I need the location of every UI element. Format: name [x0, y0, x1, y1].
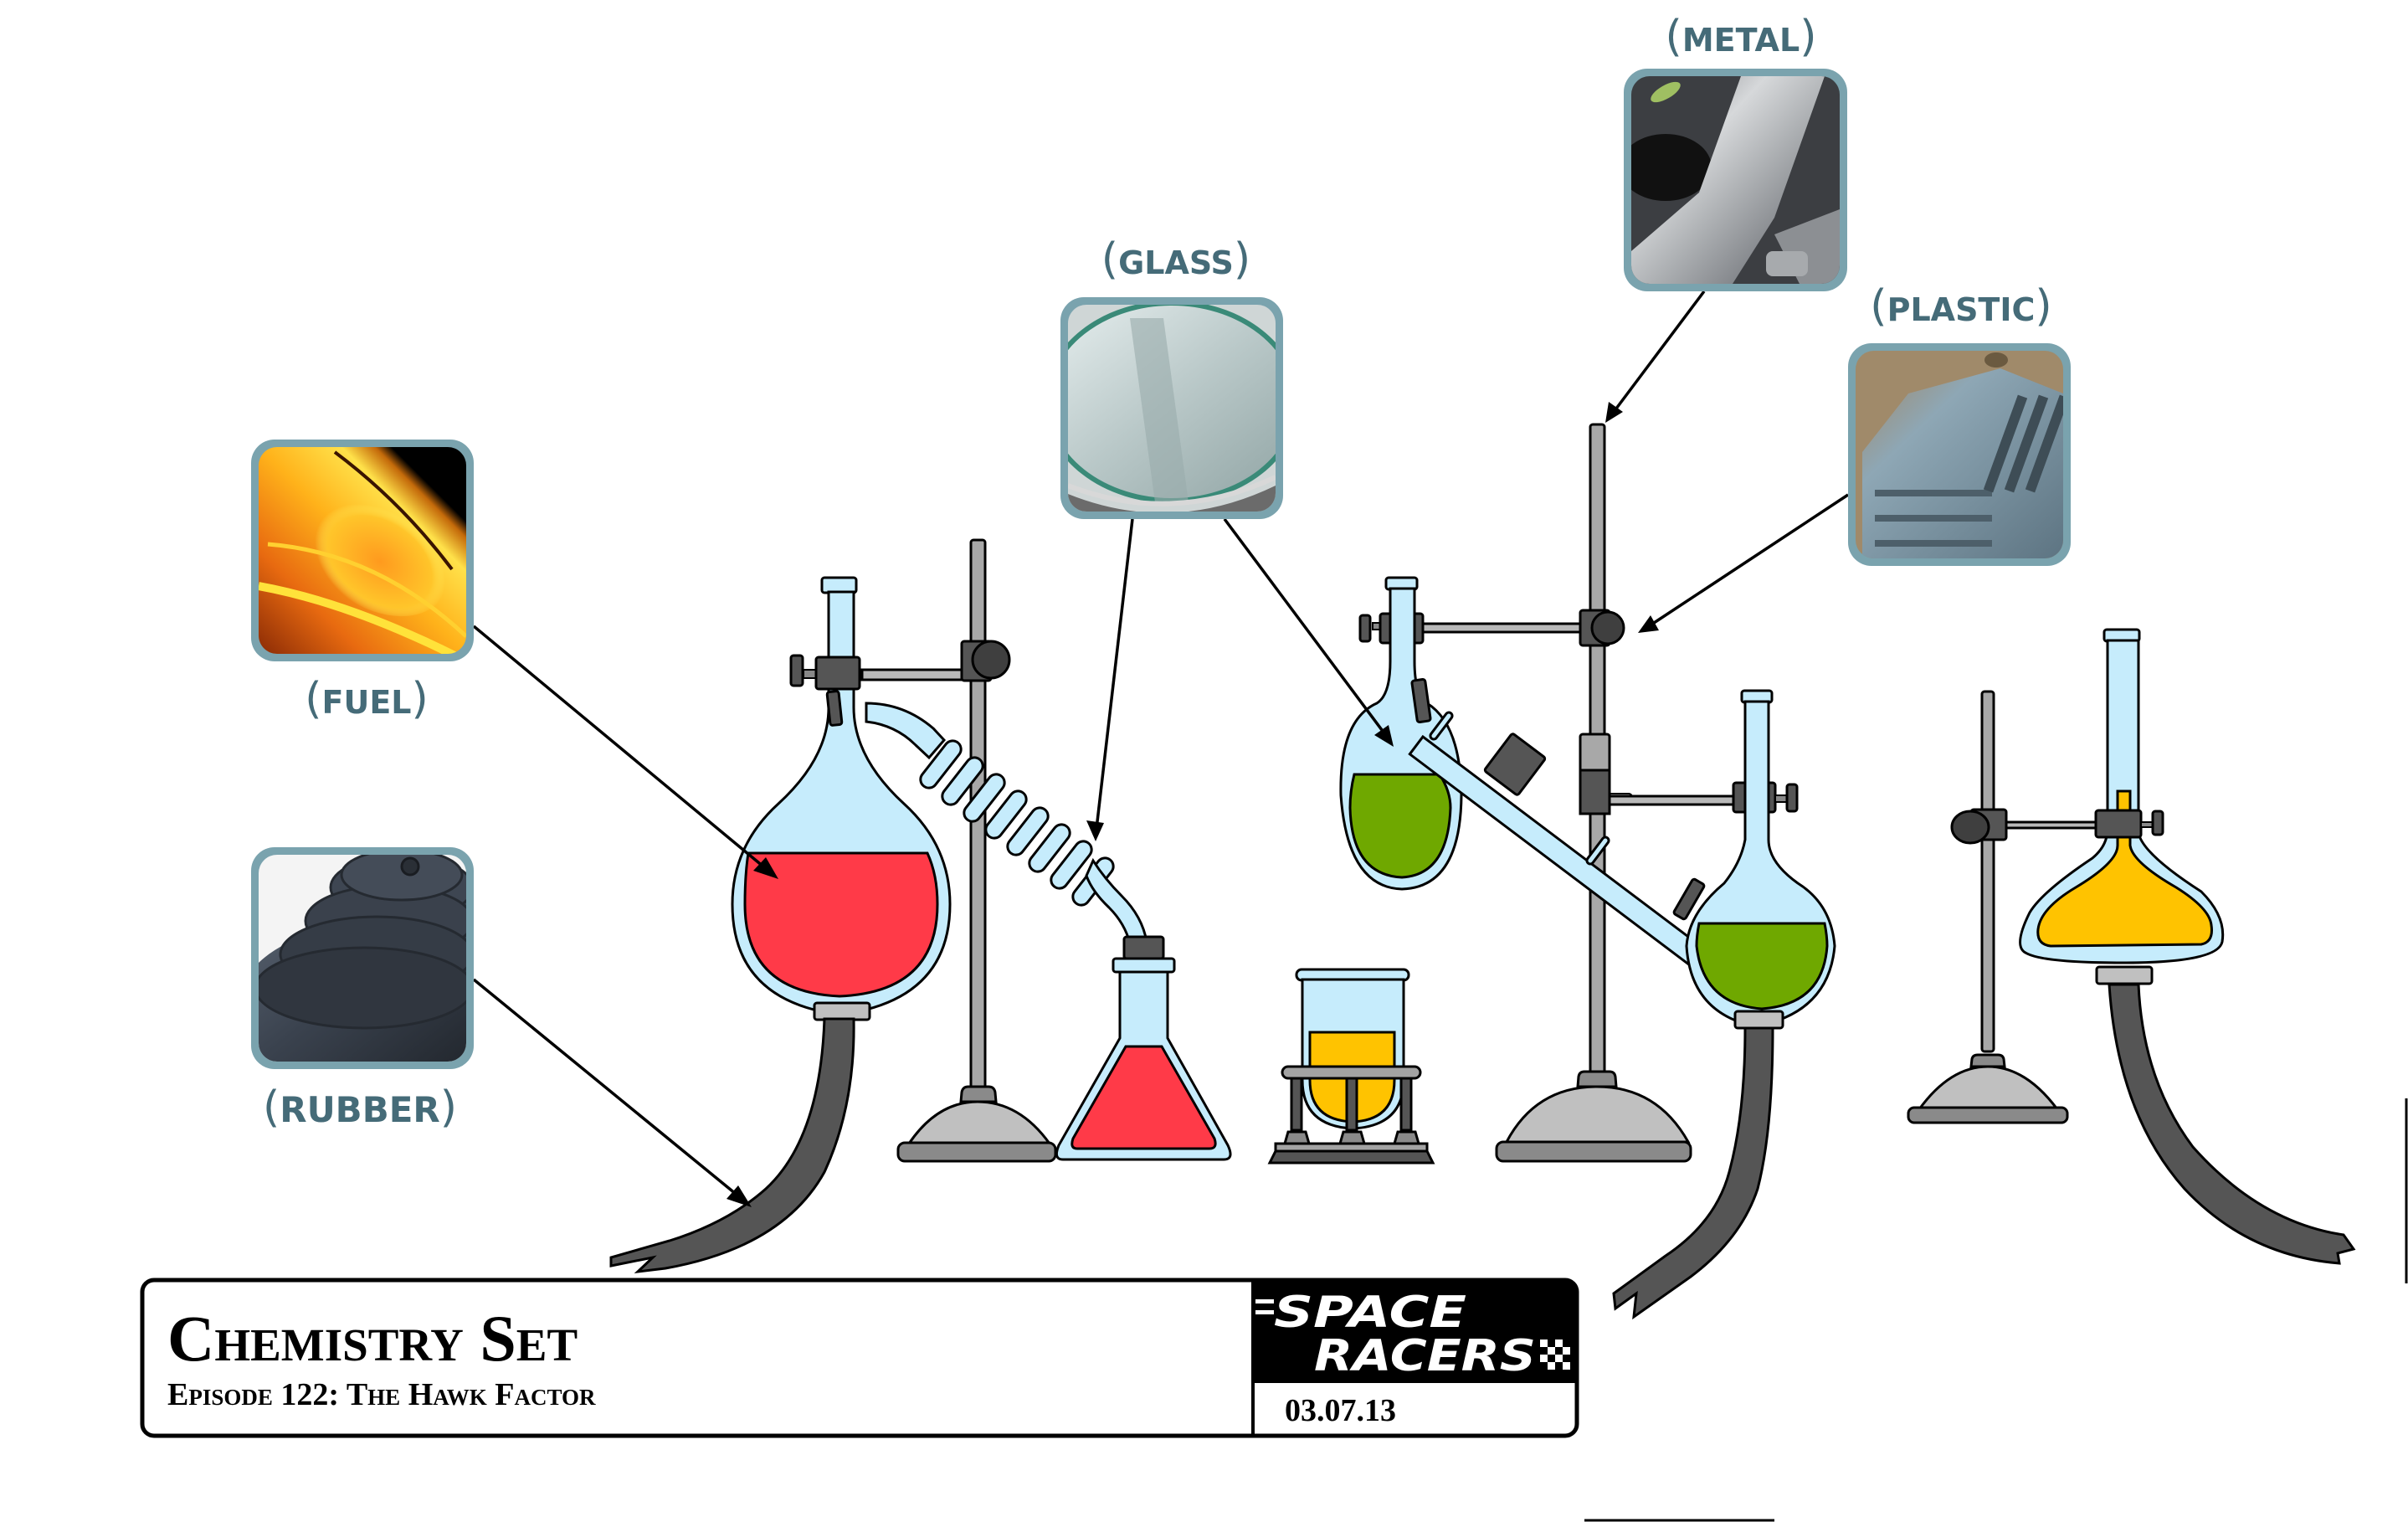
arrow-fuel-head	[753, 857, 778, 879]
title-block: Chemistry Set Episode 122: The Hawk Fact…	[140, 1278, 1579, 1438]
arrow-rubber	[472, 978, 747, 1203]
round-bottom-flask-red	[731, 576, 952, 1021]
subtitle: Episode 122: The Hawk Factor	[167, 1377, 596, 1412]
angled-condenser	[1408, 678, 1706, 968]
space-racers-logo: SPACE RACERS	[1255, 1288, 1570, 1381]
glass-lens-image	[1068, 305, 1276, 512]
arrow-glass-flask	[1223, 517, 1389, 738]
svg-text:(RUBBER): (RUBBER)	[263, 1082, 457, 1133]
svg-text:(PLASTIC): (PLASTIC)	[1870, 281, 2051, 332]
label-fuel-open-paren: (	[305, 674, 321, 724]
rubber-hose-left	[609, 1017, 855, 1274]
arrow-glass-coil-head	[1086, 820, 1104, 841]
label-metal-open-paren: (	[1666, 12, 1682, 62]
callout-arrows	[472, 290, 1849, 1207]
callout-metal: (METAL)	[1624, 12, 1847, 291]
svg-text:(METAL): (METAL)	[1666, 12, 1817, 62]
round-bottom-flask-green-lower	[1685, 689, 1836, 1030]
callout-fuel: (FUEL)	[251, 440, 474, 724]
erlenmeyer-flask-red	[1055, 935, 1232, 1161]
callout-plastic: (PLASTIC)	[1848, 281, 2071, 566]
callout-glass: (GLASS)	[1060, 234, 1283, 519]
arrow-rubber-head	[727, 1185, 752, 1207]
label-glass-open-paren: (	[1101, 234, 1118, 285]
label-plastic: PLASTIC	[1887, 291, 2036, 328]
label-glass: GLASS	[1118, 244, 1234, 281]
metal-tube-image	[1631, 76, 1840, 284]
rubber-boot-image	[259, 855, 466, 1062]
label-plastic-open-paren: (	[1870, 281, 1887, 332]
label-rubber: RUBBER	[280, 1089, 440, 1130]
round-bottom-flask-green-upper	[1339, 576, 1463, 891]
label-metal-close-paren: )	[1800, 12, 1816, 62]
label-glass-close-paren: )	[1234, 234, 1250, 285]
svg-text:(FUEL): (FUEL)	[305, 674, 429, 724]
date: 03.07.13	[1285, 1393, 1396, 1428]
right-ring-stand	[1907, 690, 2069, 1124]
left-clamp	[789, 640, 1011, 687]
arrow-glass-flask-head	[1374, 725, 1394, 747]
arrow-fuel	[472, 625, 770, 872]
volumetric-flask-yellow	[2019, 628, 2225, 985]
coil-condenser	[825, 690, 1148, 945]
arrow-metal	[1612, 290, 1706, 414]
label-plastic-close-paren: )	[2035, 281, 2051, 332]
plastic-grille-image	[1856, 351, 2063, 558]
label-fuel: FUEL	[322, 684, 412, 721]
rubber-hose-right	[2108, 983, 2356, 1265]
label-rubber-close-paren: )	[440, 1082, 457, 1133]
fractal-fire-image	[259, 447, 466, 654]
logo-line-1: SPACE	[1274, 1288, 1466, 1338]
logo-line-2: RACERS	[1314, 1331, 1536, 1381]
arrow-plastic	[1648, 493, 1849, 628]
label-metal: METAL	[1682, 22, 1800, 59]
label-rubber-open-paren: (	[263, 1082, 280, 1133]
rubber-hose-center	[1612, 1026, 1774, 1320]
arrow-plastic-head	[1638, 615, 1659, 633]
arrow-glass-coil	[1095, 518, 1134, 830]
svg-text:(GLASS): (GLASS)	[1101, 234, 1250, 285]
label-fuel-close-paren: )	[412, 674, 429, 724]
right-clamp	[1950, 808, 2164, 845]
checkered-flag-icon	[1540, 1339, 1570, 1370]
beaker-on-tripod	[1267, 968, 1435, 1165]
title: Chemistry Set	[167, 1302, 578, 1375]
callout-rubber: (RUBBER)	[251, 847, 474, 1133]
arrow-metal-head	[1605, 402, 1623, 423]
